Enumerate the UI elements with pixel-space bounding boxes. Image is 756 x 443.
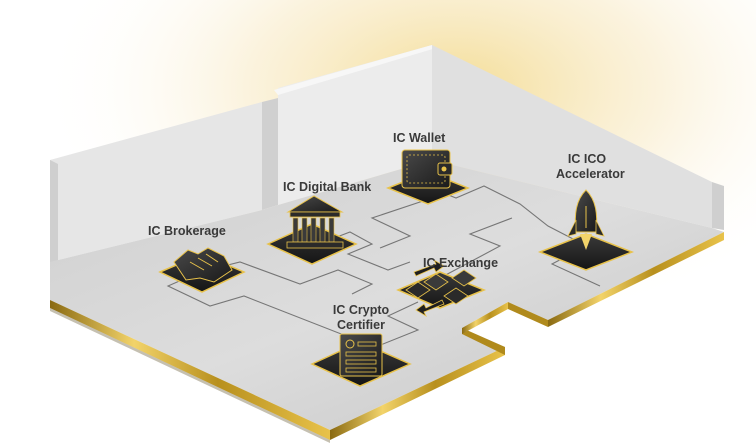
exchange-pad (396, 271, 486, 309)
walls (50, 45, 724, 264)
node-label-ico-accelerator: IC ICO Accelerator (556, 152, 625, 182)
node-label-certifier-line2: Certifier (337, 318, 385, 332)
node-label-ico-line2: Accelerator (556, 167, 625, 181)
node-label-crypto-certifier: IC Crypto Certifier (330, 303, 392, 333)
bank-building-icon (286, 195, 344, 249)
exchange-arrows-icon (405, 258, 477, 318)
wallet-icon (401, 149, 453, 189)
node-label-ico-line1: IC ICO (567, 152, 607, 166)
node-label-certifier-line1: IC Crypto (332, 303, 390, 317)
rocket-icon (567, 189, 605, 250)
handshake-icon (173, 247, 233, 283)
node-label-exchange: IC Exchange (423, 256, 499, 270)
certificate-icon (339, 333, 383, 377)
node-label-brokerage: IC Brokerage (148, 224, 226, 238)
ico-accelerator-pad (537, 233, 635, 271)
floor (50, 160, 724, 443)
node-label-digital-bank: IC Digital Bank (283, 180, 372, 194)
node-label-wallet: IC Wallet (393, 131, 446, 145)
